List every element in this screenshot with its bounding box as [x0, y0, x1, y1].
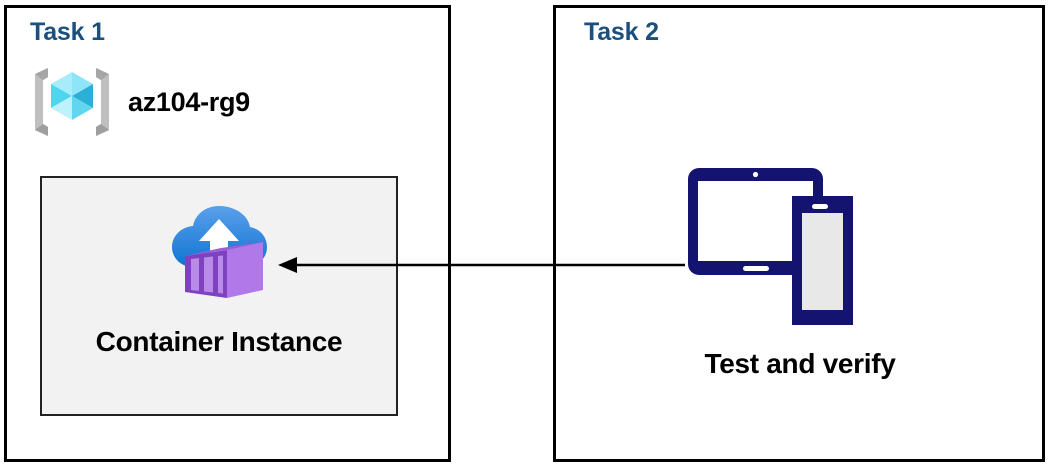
azure-container-instance-icon — [172, 206, 267, 298]
resource-group-name: az104-rg9 — [128, 86, 250, 117]
panel-task-1 — [4, 5, 451, 462]
container-instance-label: Container Instance — [95, 326, 343, 357]
task-2-label: Task 2 — [584, 18, 659, 46]
task-1-label: Task 1 — [30, 18, 105, 46]
azure-resource-group-icon — [35, 68, 109, 136]
panel-task-2 — [553, 5, 1045, 462]
tablet-and-phone-devices-icon — [688, 168, 853, 325]
flow-arrow — [278, 257, 685, 273]
container-instance-box: Container Instance — [40, 176, 398, 416]
resource-group-row: az104-rg9 — [30, 62, 250, 142]
test-and-verify-label: Test and verify — [704, 348, 896, 379]
